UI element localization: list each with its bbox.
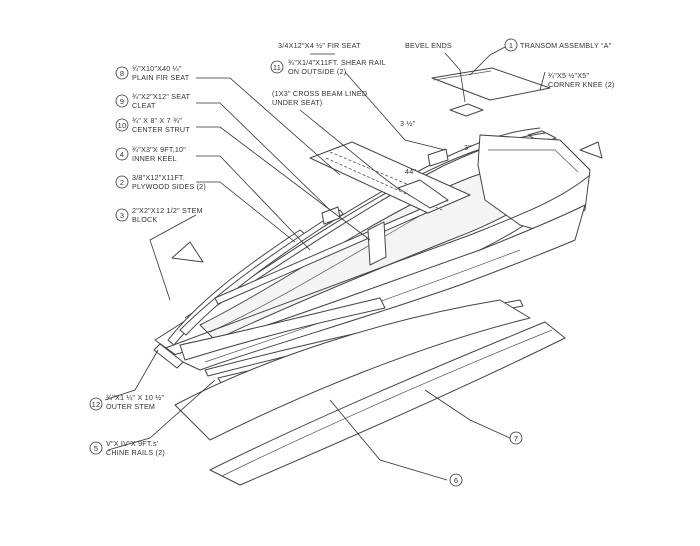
svg-text:9: 9 xyxy=(120,97,124,106)
cross-beam-line1: (1X3" CROSS BEAM LINED xyxy=(272,89,367,98)
plywood-sides-line2: PLYWOOD SIDES (2) xyxy=(132,182,206,191)
svg-text:3: 3 xyxy=(120,211,124,220)
dim-3half: 3 ½" xyxy=(400,119,416,128)
svg-text:4: 4 xyxy=(120,150,124,159)
plain-fir-seat-line1: ¾"X10"X40 ¼" xyxy=(132,64,182,73)
shear-rail-line1: ¾"X1/4"X11FT. SHEAR RAIL xyxy=(288,58,386,67)
corner-knee-line1: ¾"X5 ½"X5" xyxy=(548,71,589,80)
stem-block xyxy=(171,241,204,263)
bottom-panel-6 xyxy=(174,299,531,441)
callout-part-6: 6 xyxy=(449,473,463,487)
svg-text:5: 5 xyxy=(94,444,98,453)
callout-plain-fir-seat: 8 ¾"X10"X40 ¼" PLAIN FIR SEAT xyxy=(115,64,190,82)
callout-outer-stem: 12 ¾"X1 ¼" X 10 ½" OUTER STEM xyxy=(89,393,164,411)
callout-plywood-sides: 2 3/8"X12"X11FT. PLYWOOD SIDES (2) xyxy=(115,173,206,191)
callout-part-7: 7 xyxy=(509,431,523,445)
shear-rail-line2: ON OUTSIDE (2) xyxy=(288,67,346,76)
stem-block-line1: 2"X2"X12 1/2" STEM xyxy=(132,206,203,215)
svg-text:7: 7 xyxy=(514,434,518,443)
dim-3: 3" xyxy=(464,143,471,152)
transom-panel xyxy=(431,67,551,101)
outer-stem-line2: OUTER STEM xyxy=(106,402,155,411)
callout-shear-rail: 11 ¾"X1/4"X11FT. SHEAR RAIL ON OUTSIDE (… xyxy=(270,58,386,76)
leader-lines xyxy=(104,46,546,481)
svg-text:6: 6 xyxy=(454,476,458,485)
cross-beam xyxy=(397,179,449,209)
outer-stem xyxy=(153,343,184,369)
callout-cross-beam: (1X3" CROSS BEAM LINED UNDER SEAT) xyxy=(272,89,367,107)
svg-text:10: 10 xyxy=(118,121,127,130)
svg-text:8: 8 xyxy=(120,69,124,78)
bevel-end-blocks xyxy=(449,103,603,159)
callout-corner-knee: ¾"X5 ½"X5" CORNER KNEE (2) xyxy=(548,71,615,89)
seat-cleat-line2: CLEAT xyxy=(132,101,156,110)
center-strut-line2: CENTER STRUT xyxy=(132,125,190,134)
bevel-ends-label: BEVEL ENDS xyxy=(405,41,452,50)
seat-cleats xyxy=(321,148,449,225)
callout-inner-keel: 4 ¾"X3"X 9FT,10" INNER KEEL xyxy=(115,145,186,163)
callout-center-strut: 10 ¾" X 8" X 7 ¾" CENTER STRUT xyxy=(115,116,190,134)
callout-seat-cleat: 9 ¾"X2"X12" SEAT CLEAT xyxy=(115,92,191,110)
outer-stem-line1: ¾"X1 ¼" X 10 ½" xyxy=(106,393,164,402)
plywood-sides-line1: 3/8"X12"X11FT. xyxy=(132,173,185,182)
chine-rails-line2: CHINE RAILS (2) xyxy=(106,448,165,457)
center-strut-line1: ¾" X 8" X 7 ¾" xyxy=(132,116,182,125)
transom-label: TRANSOM ASSEMBLY “A” xyxy=(520,41,612,50)
svg-text:1: 1 xyxy=(509,41,513,50)
plain-fir-seat-line2: PLAIN FIR SEAT xyxy=(132,73,190,82)
callout-chine-rails: 5 V"X IV"X 9FT.s' CHINE RAILS (2) xyxy=(89,439,165,457)
stem-block-line2: BLOCK xyxy=(132,215,157,224)
inner-keel-line2: INNER KEEL xyxy=(132,154,177,163)
inner-keel-line1: ¾"X3"X 9FT,10" xyxy=(132,145,186,154)
fir-seat-label: 3/4X12"X4 ½" FIR SEAT xyxy=(278,41,361,50)
callout-transom-assembly: 1 TRANSOM ASSEMBLY “A” xyxy=(504,38,612,52)
svg-text:12: 12 xyxy=(92,400,101,409)
dim-44: 44" xyxy=(405,167,416,176)
corner-knee-line2: CORNER KNEE (2) xyxy=(548,80,615,89)
callout-stem-block: 3 2"X2"X12 1/2" STEM BLOCK xyxy=(115,206,203,224)
seat-cleat-line1: ¾"X2"X12" SEAT xyxy=(132,92,191,101)
svg-text:2: 2 xyxy=(120,178,124,187)
center-strut xyxy=(367,221,387,266)
bottom-panel-7 xyxy=(209,321,566,486)
cross-beam-line2: UNDER SEAT) xyxy=(272,98,322,107)
chine-rails-line1: V"X IV"X 9FT.s' xyxy=(106,439,159,448)
svg-text:11: 11 xyxy=(273,63,281,72)
